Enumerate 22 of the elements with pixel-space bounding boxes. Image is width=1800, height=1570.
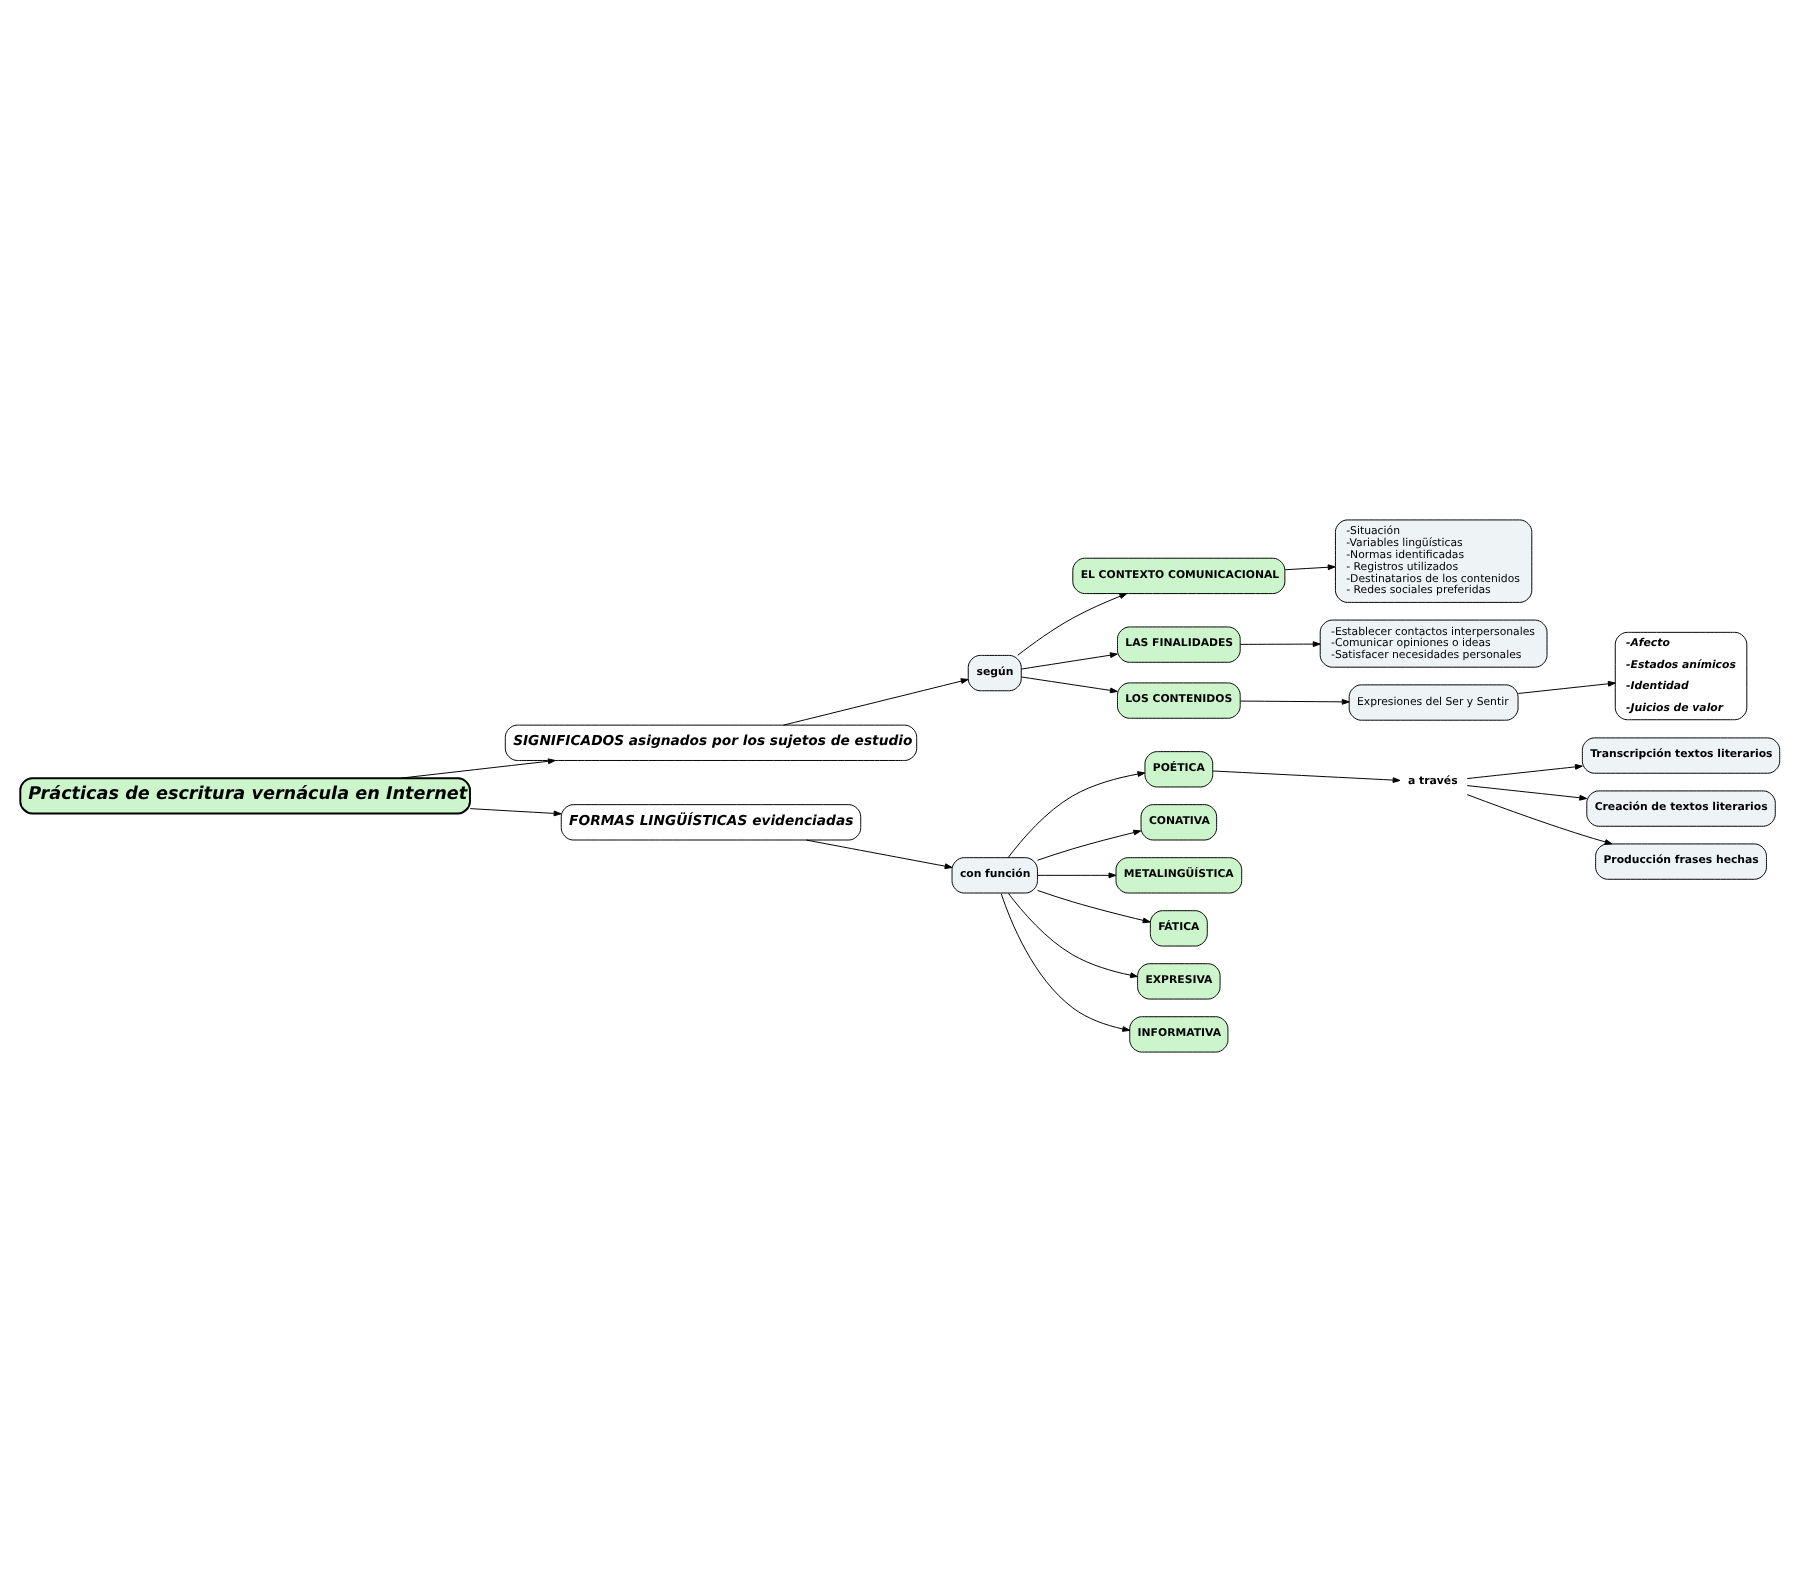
arrow [1000, 891, 1131, 1031]
arrow [469, 807, 562, 816]
arrow [1007, 770, 1146, 857]
node-box: Prácticas de escritura vernácula en Internet [19, 776, 471, 814]
arrow [1466, 763, 1583, 779]
arrow [1466, 793, 1613, 844]
arrow [1037, 828, 1142, 860]
arrow [1284, 563, 1336, 570]
arrow [1007, 891, 1138, 978]
arrow [782, 677, 969, 725]
arrow [1020, 651, 1118, 669]
arrow [1212, 769, 1401, 782]
arrow [1020, 675, 1118, 693]
arrow [1017, 592, 1128, 655]
arrow [1239, 640, 1321, 646]
arrow [1037, 888, 1151, 923]
arrow [805, 838, 953, 869]
arrow [1037, 871, 1117, 878]
arrow [1466, 784, 1588, 800]
arrow [1517, 679, 1616, 693]
arrow [1239, 697, 1350, 704]
arrow [400, 757, 556, 778]
